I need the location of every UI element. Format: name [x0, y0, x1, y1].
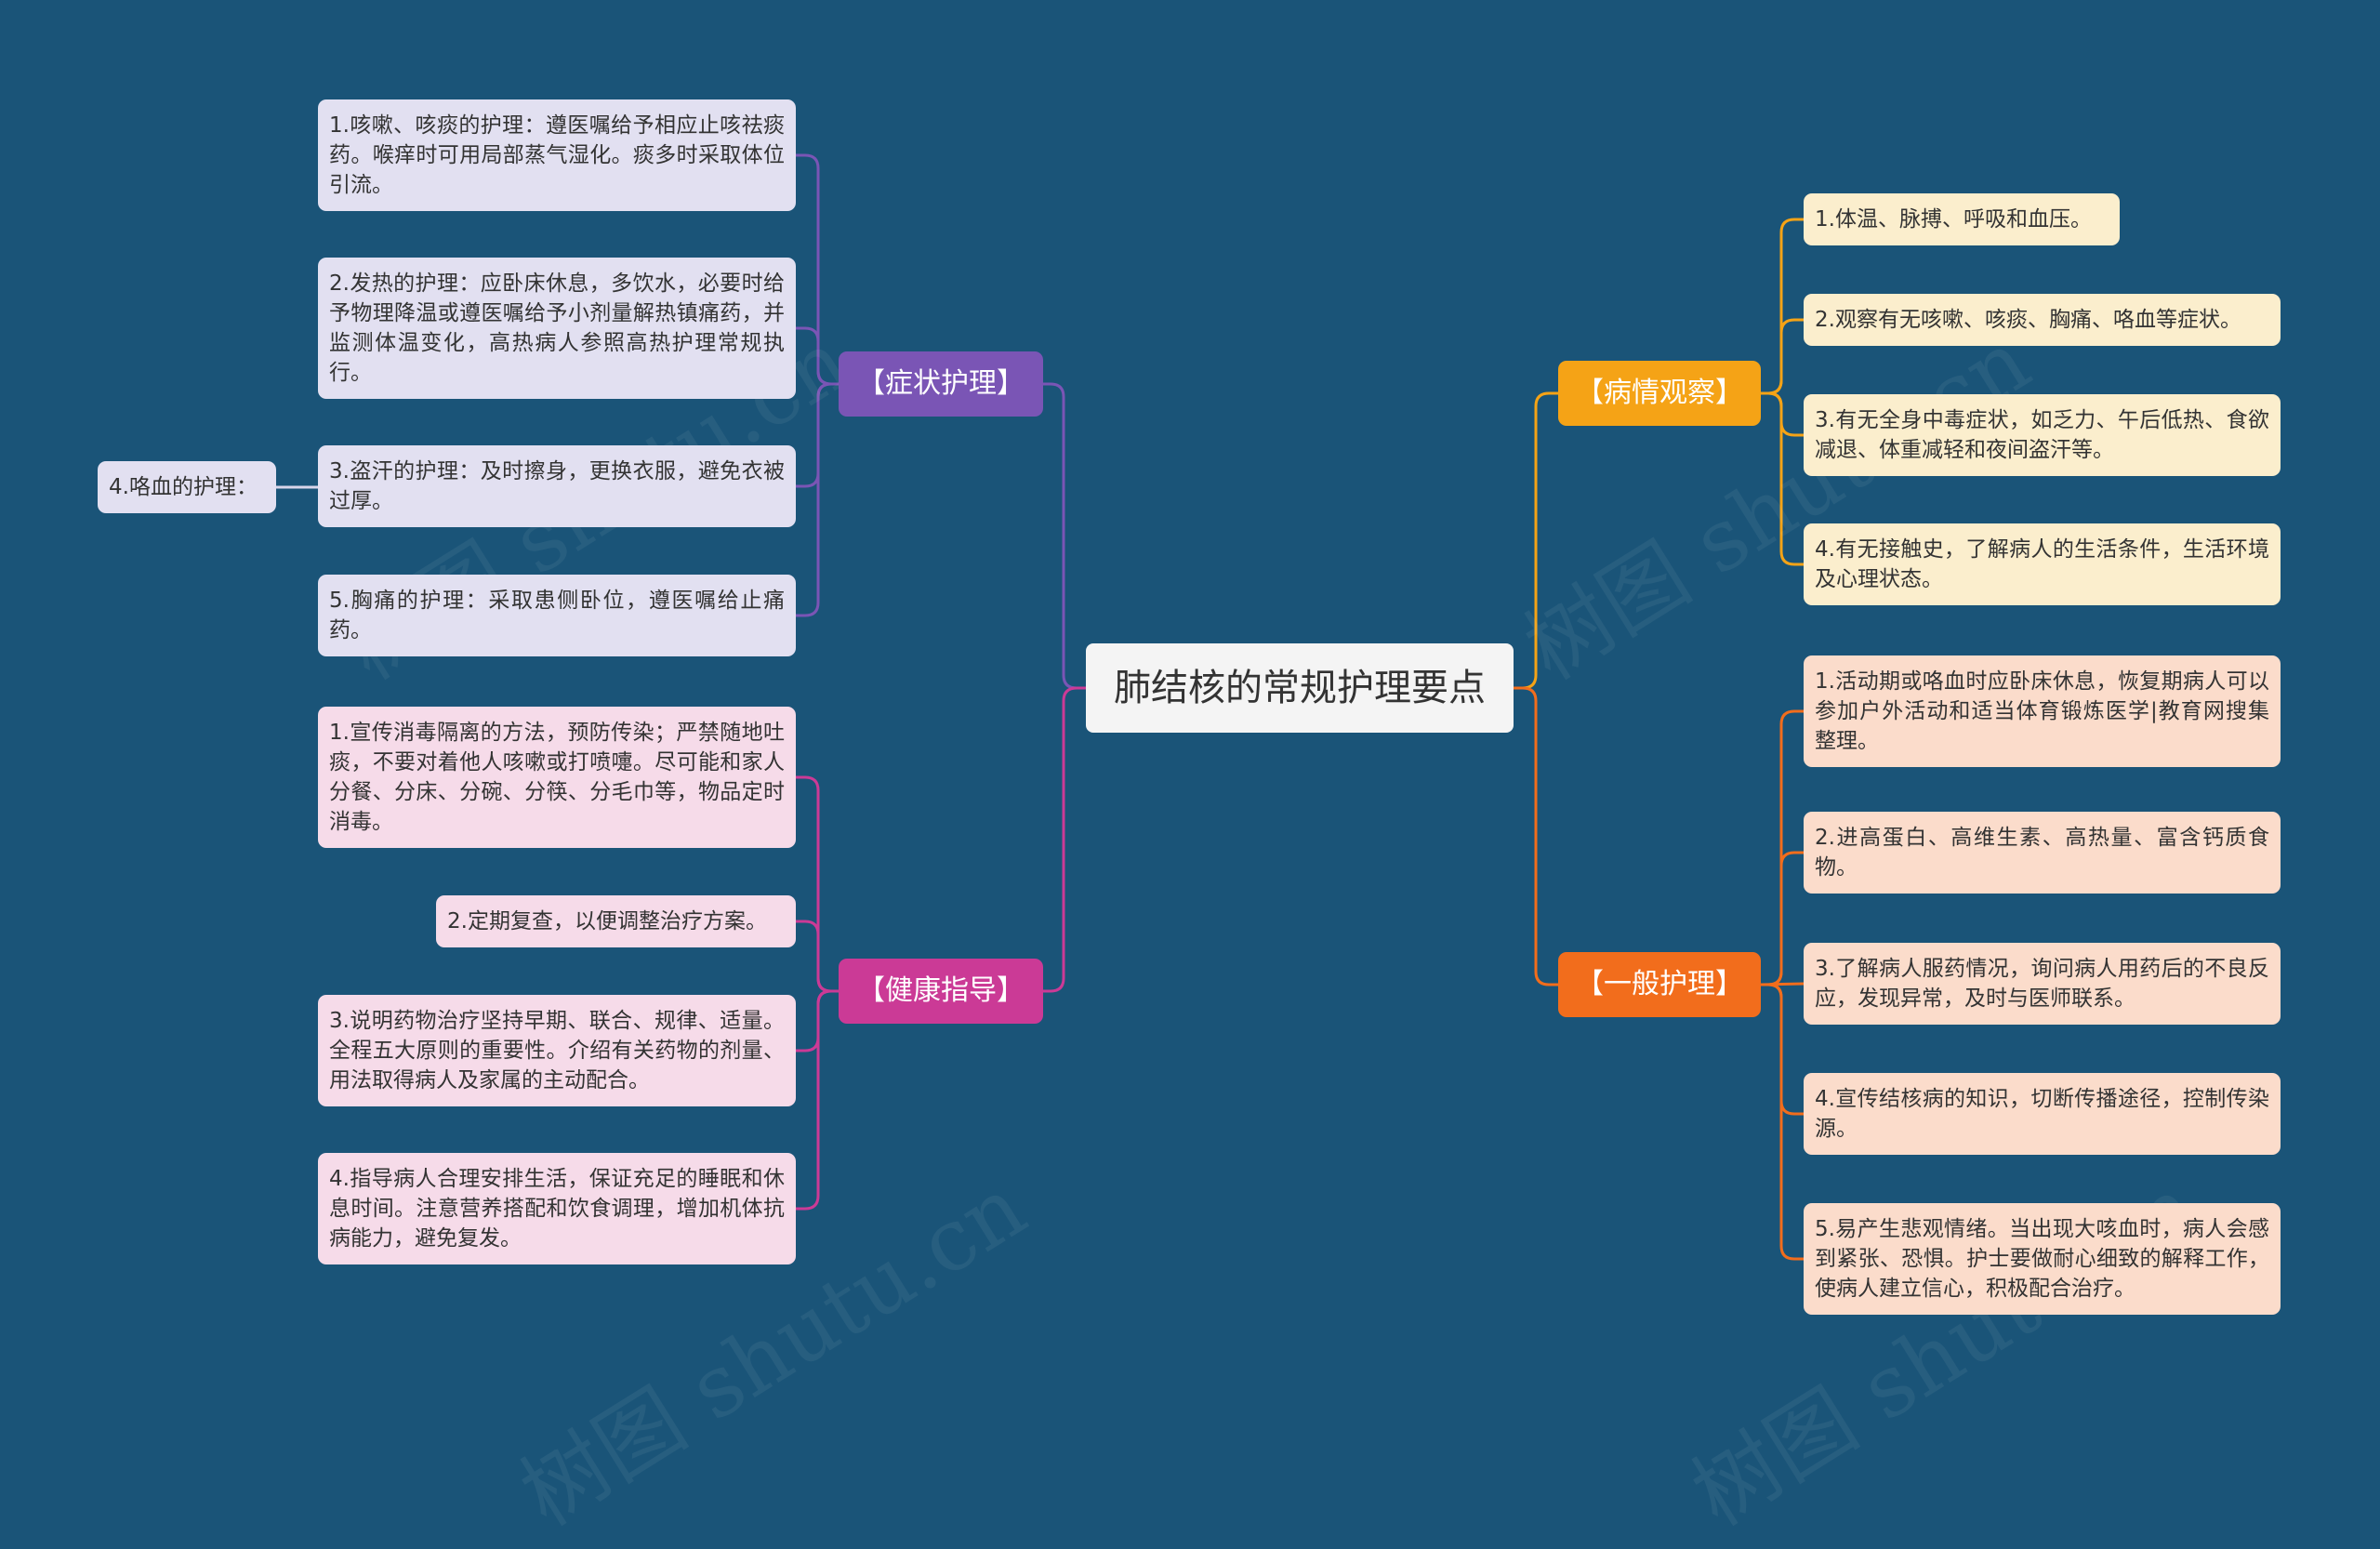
- branch-link: [796, 920, 839, 993]
- general-item-5[interactable]: 5.易产生悲观情绪。当出现大咳血时，病人会感到紧张、恐惧。护士要做耐心细致的解释…: [1804, 1203, 2281, 1315]
- branch-link: [796, 382, 839, 617]
- symptom-item-1[interactable]: 1.咳嗽、咳痰的护理：遵医嘱给予相应止咳祛痰药。喉痒时可用局部蒸气湿化。痰多时采…: [318, 99, 796, 211]
- health-item-3[interactable]: 3.说明药物治疗坚持早期、联合、规律、适量。全程五大原则的重要性。介绍有关药物的…: [318, 995, 796, 1106]
- root-topic[interactable]: 肺结核的常规护理要点: [1086, 643, 1514, 733]
- health-item-1[interactable]: 1.宣传消毒隔离的方法，预防传染；严禁随地吐痰，不要对着他人咳嗽或打喷嚏。尽可能…: [318, 707, 796, 848]
- observe-item-3[interactable]: 3.有无全身中毒症状，如乏力、午后低热、食欲减退、体重减轻和夜间盗汗等。: [1804, 394, 2281, 476]
- root-link-left: [1043, 686, 1086, 993]
- symptom-item-3[interactable]: 3.盗汗的护理：及时擦身，更换衣服，避免衣被过厚。: [318, 445, 796, 527]
- branch-link: [1761, 318, 1804, 395]
- branch-link: [1761, 983, 1804, 1261]
- symptom-item-4[interactable]: 4.咯血的护理：: [98, 461, 276, 513]
- branch-symptom-care[interactable]: 【症状护理】: [839, 351, 1043, 417]
- connector-lines: [276, 153, 1805, 1261]
- branch-link: [796, 989, 839, 1211]
- observe-item-1[interactable]: 1.体温、脉搏、呼吸和血压。: [1804, 193, 2120, 245]
- symptom-item-2[interactable]: 2.发热的护理：应卧床休息，多饮水，必要时给予物理降温或遵医嘱给予小剂量解热镇痛…: [318, 258, 796, 399]
- general-item-1[interactable]: 1.活动期或咯血时应卧床休息，恢复期病人可以参加户外活动和适当体育锻炼医学|教育…: [1804, 655, 2281, 767]
- branch-link: [1761, 851, 1804, 986]
- branch-link: [1761, 391, 1804, 566]
- branch-link: [796, 326, 839, 386]
- general-item-3[interactable]: 3.了解病人服药情况，询问病人用药后的不良反应，发现异常，及时与医师联系。: [1804, 943, 2281, 1025]
- symptom-item-5[interactable]: 5.胸痛的护理：采取患侧卧位，遵医嘱给止痛药。: [318, 575, 796, 656]
- health-item-2[interactable]: 2.定期复查，以便调整治疗方案。: [436, 895, 796, 947]
- observe-item-4[interactable]: 4.有无接触史，了解病人的生活条件，生活环境及心理状态。: [1804, 523, 2281, 605]
- health-item-4[interactable]: 4.指导病人合理安排生活，保证充足的睡眠和休息时间。注意营养搭配和饮食调理，增加…: [318, 1153, 796, 1264]
- branch-general-care[interactable]: 【一般护理】: [1558, 952, 1761, 1017]
- observe-item-2[interactable]: 2.观察有无咳嗽、咳痰、胸痛、咯血等症状。: [1804, 294, 2281, 346]
- branch-condition-observation[interactable]: 【病情观察】: [1558, 361, 1761, 426]
- general-item-2[interactable]: 2.进高蛋白、高维生素、高热量、富含钙质食物。: [1804, 812, 2281, 894]
- root-link-right: [1514, 686, 1558, 986]
- branch-health-guidance[interactable]: 【健康指导】: [839, 959, 1043, 1024]
- root-link-right: [1514, 391, 1558, 690]
- general-item-4[interactable]: 4.宣传结核病的知识，切断传播途径，控制传染源。: [1804, 1073, 2281, 1155]
- root-link-left: [1043, 382, 1086, 690]
